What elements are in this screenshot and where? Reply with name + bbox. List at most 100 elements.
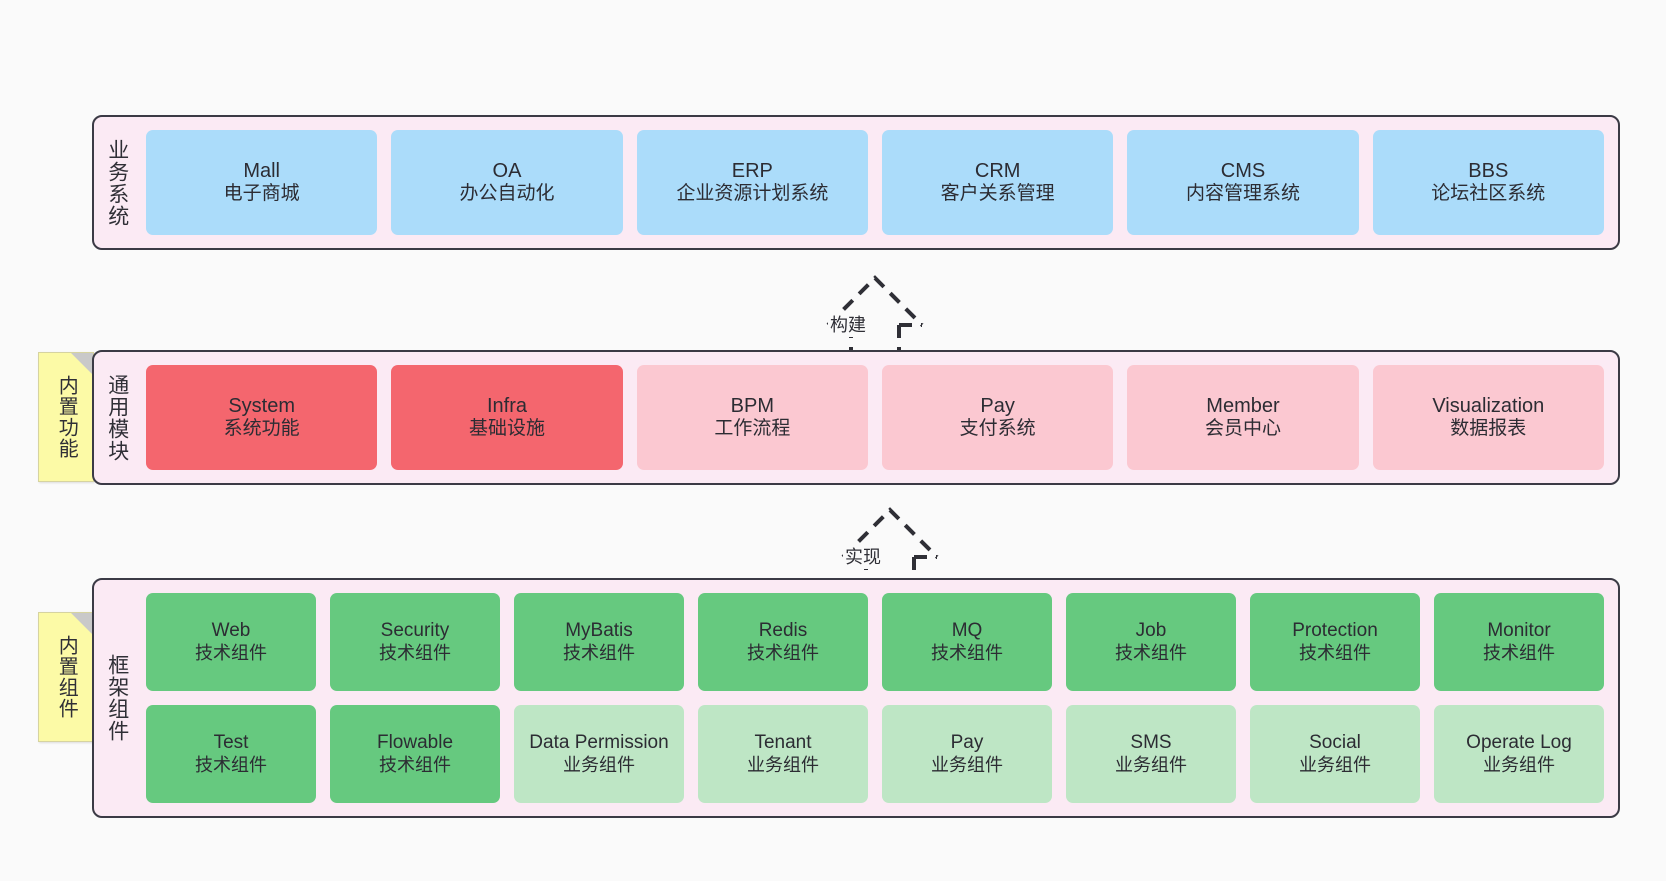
row-tech-components: Web 技术组件 Security 技术组件 MyBatis 技术组件 Redi…: [146, 593, 1604, 691]
box-social[interactable]: Social 业务组件: [1250, 705, 1420, 803]
box-mybatis[interactable]: MyBatis 技术组件: [514, 593, 684, 691]
arrow-build-glyph: [826, 275, 924, 358]
arrow-implement-label: 实现: [843, 543, 883, 569]
box-web[interactable]: Web 技术组件: [146, 593, 316, 691]
box-subtitle: 技术组件: [1299, 642, 1371, 663]
box-mall[interactable]: Mall 电子商城: [146, 130, 378, 235]
box-title: ERP: [731, 160, 773, 183]
arrow-implement-glyph: [841, 507, 939, 590]
arrow-build-label: 构建: [828, 311, 868, 337]
box-pay-component[interactable]: Pay 业务组件: [882, 705, 1052, 803]
layer-title-business-system: 业务系统: [105, 138, 129, 227]
box-title: SMS: [1130, 731, 1172, 753]
box-title: Redis: [758, 619, 808, 641]
note-builtin-component: 内置组件: [38, 612, 94, 742]
box-title: MyBatis: [565, 619, 633, 641]
box-title: BBS: [1468, 160, 1509, 183]
box-cms[interactable]: CMS 内容管理系统: [1127, 130, 1359, 235]
box-subtitle: 客户关系管理: [940, 183, 1055, 205]
box-title: Test: [213, 731, 249, 753]
box-flowable[interactable]: Flowable 技术组件: [330, 705, 500, 803]
box-subtitle: 业务组件: [931, 754, 1003, 775]
box-title: Operate Log: [1466, 731, 1572, 753]
box-title: BPM: [730, 395, 774, 418]
box-subtitle: 业务组件: [563, 754, 635, 775]
box-operate-log[interactable]: Operate Log 业务组件: [1434, 705, 1604, 803]
box-title: Job: [1135, 619, 1167, 641]
layer-framework-component: 框架组件 Web 技术组件 Security 技术组件 MyBatis 技术组件…: [92, 578, 1620, 818]
box-title: Infra: [486, 395, 527, 418]
box-mq[interactable]: MQ 技术组件: [882, 593, 1052, 691]
box-subtitle: 业务组件: [747, 754, 819, 775]
box-subtitle: 技术组件: [747, 642, 819, 663]
box-subtitle: 技术组件: [931, 642, 1003, 663]
box-title: Visualization: [1432, 395, 1545, 418]
layer-title-framework-component: 框架组件: [105, 654, 129, 742]
box-crm[interactable]: CRM 客户关系管理: [881, 130, 1114, 235]
box-subtitle: 技术组件: [379, 642, 451, 663]
box-subtitle: 数据报表: [1450, 418, 1527, 440]
box-bbs[interactable]: BBS 论坛社区系统: [1372, 130, 1604, 235]
box-redis[interactable]: Redis 技术组件: [698, 593, 868, 691]
box-security[interactable]: Security 技术组件: [330, 593, 500, 691]
layer-title-common-module: 通用模块: [105, 373, 129, 462]
box-title: OA: [492, 160, 522, 183]
box-subtitle: 技术组件: [195, 754, 267, 775]
box-bpm[interactable]: BPM 工作流程: [636, 365, 868, 470]
box-title: Security: [380, 619, 450, 641]
box-title: Pay: [950, 731, 984, 753]
box-subtitle: 业务组件: [1299, 754, 1371, 775]
note-builtin-function-label: 内置功能: [55, 375, 78, 459]
box-subtitle: 内容管理系统: [1185, 183, 1300, 205]
box-oa[interactable]: OA 办公自动化: [391, 130, 623, 235]
layer-body-framework-component: Web 技术组件 Security 技术组件 MyBatis 技术组件 Redi…: [140, 580, 1618, 816]
box-title: Tenant: [754, 731, 812, 753]
row-common-modules: System 系统功能 Infra 基础设施 BPM 工作流程 Pay 支付系统…: [146, 365, 1604, 470]
box-data-permission[interactable]: Data Permission 业务组件: [514, 705, 684, 803]
box-tenant[interactable]: Tenant 业务组件: [698, 705, 868, 803]
box-visualization[interactable]: Visualization 数据报表: [1372, 365, 1604, 470]
note-builtin-function: 内置功能: [38, 352, 94, 482]
box-title: Flowable: [376, 731, 454, 753]
box-title: CRM: [974, 160, 1021, 183]
box-subtitle: 基础设施: [468, 418, 545, 440]
box-subtitle: 办公自动化: [459, 183, 555, 205]
box-pay-module[interactable]: Pay 支付系统: [881, 365, 1114, 470]
arrow-implement: 实现: [810, 500, 970, 590]
box-monitor[interactable]: Monitor 技术组件: [1434, 593, 1604, 691]
box-title: Data Permission: [529, 731, 669, 753]
note-builtin-component-label: 内置组件: [55, 635, 78, 719]
box-title: CMS: [1220, 160, 1266, 183]
box-title: Protection: [1292, 619, 1378, 641]
box-test[interactable]: Test 技术组件: [146, 705, 316, 803]
box-subtitle: 技术组件: [1483, 642, 1555, 663]
box-title: Web: [211, 619, 251, 641]
box-subtitle: 技术组件: [379, 754, 451, 775]
box-subtitle: 会员中心: [1204, 418, 1281, 440]
box-title: Pay: [980, 395, 1015, 418]
box-protection[interactable]: Protection 技术组件: [1250, 593, 1420, 691]
box-erp[interactable]: ERP 企业资源计划系统: [636, 130, 868, 235]
box-subtitle: 技术组件: [563, 642, 635, 663]
box-title: Member: [1206, 395, 1280, 418]
box-title: Mall: [243, 160, 280, 183]
box-subtitle: 业务组件: [1115, 754, 1187, 775]
box-system[interactable]: System 系统功能: [146, 365, 378, 470]
box-subtitle: 系统功能: [223, 418, 300, 440]
box-subtitle: 支付系统: [959, 418, 1036, 440]
layer-common-module: 通用模块 System 系统功能 Infra 基础设施 BPM 工作流程 Pay…: [92, 350, 1620, 485]
box-infra[interactable]: Infra 基础设施: [391, 365, 623, 470]
arrow-build: 构建: [795, 268, 955, 358]
box-job[interactable]: Job 技术组件: [1066, 593, 1236, 691]
box-subtitle: 工作流程: [714, 418, 791, 440]
box-member[interactable]: Member 会员中心: [1127, 365, 1359, 470]
box-sms[interactable]: SMS 业务组件: [1066, 705, 1236, 803]
layer-business-system: 业务系统 Mall 电子商城 OA 办公自动化 ERP 企业资源计划系统 CRM…: [92, 115, 1620, 250]
row-business-systems: Mall 电子商城 OA 办公自动化 ERP 企业资源计划系统 CRM 客户关系…: [146, 130, 1604, 235]
box-subtitle: 论坛社区系统: [1431, 183, 1546, 205]
box-title: System: [228, 395, 295, 418]
note-fold-icon: [71, 613, 93, 635]
box-title: Social: [1309, 731, 1361, 753]
box-subtitle: 业务组件: [1483, 754, 1555, 775]
